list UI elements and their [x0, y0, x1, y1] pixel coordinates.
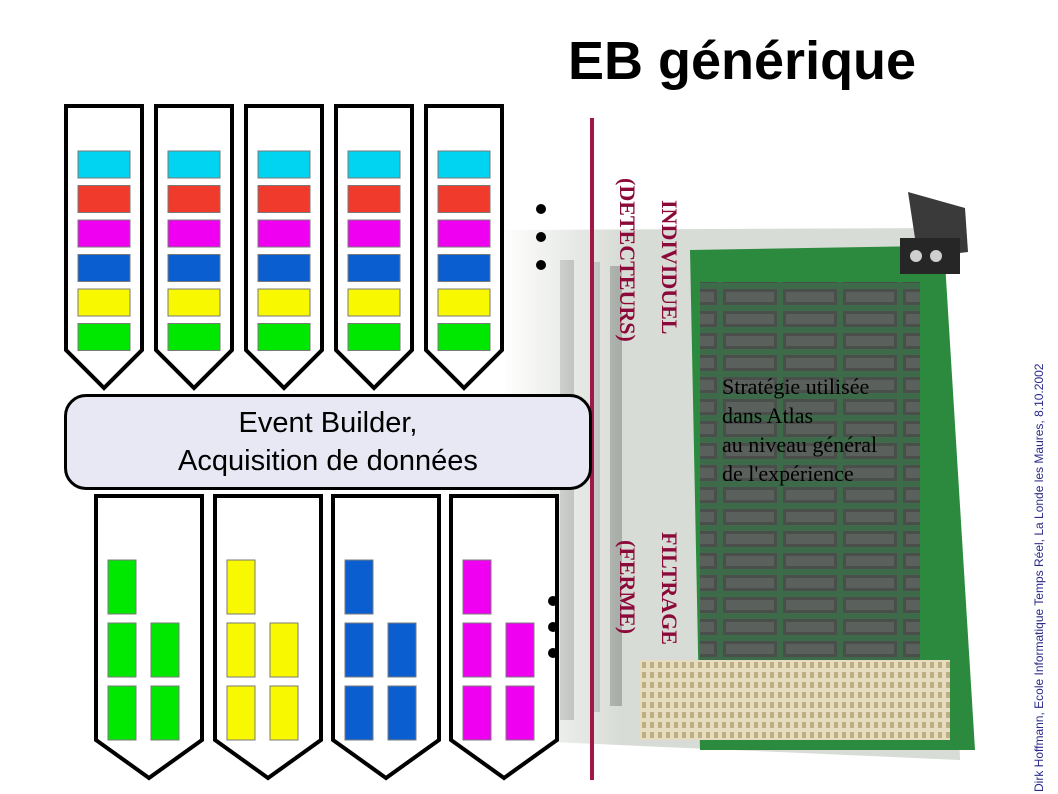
detector-fragment-blue	[257, 254, 311, 282]
ellipsis-dot	[548, 648, 558, 658]
event-builder-line2: Acquisition de données	[178, 445, 478, 477]
farm-event-magenta	[462, 622, 492, 678]
detector-fragment-magenta	[77, 219, 131, 248]
label-filtrage: FILTRAGE	[657, 532, 682, 645]
farm-event-green	[150, 622, 180, 678]
detector-fragment-green	[77, 323, 131, 351]
strategy-line1: Stratégie utilisée	[722, 374, 870, 399]
detector-column	[244, 104, 324, 391]
farm-event-magenta	[462, 685, 492, 741]
detector-fragment-cyan	[167, 150, 221, 179]
divider-line	[590, 118, 594, 780]
farm-event-yellow	[269, 622, 299, 678]
detector-fragment-blue	[347, 254, 401, 282]
label-ferme: (FERME)	[615, 540, 640, 635]
detector-fragment-yellow	[167, 288, 221, 317]
ellipsis-dot	[548, 622, 558, 632]
farm-event-green	[107, 685, 137, 741]
farm-event-blue	[387, 685, 417, 741]
side-caption: Dirk Hoffmann, Ecole Informatique Temps …	[1032, 363, 1046, 792]
farm-column	[213, 494, 323, 781]
event-builder-line1: Event Builder,	[238, 407, 418, 439]
detector-fragment-green	[347, 323, 401, 351]
detector-group	[64, 104, 504, 391]
detector-fragment-magenta	[347, 219, 401, 248]
detector-fragment-yellow	[437, 288, 491, 317]
farm-event-blue	[344, 559, 374, 615]
detector-fragment-green	[437, 323, 491, 351]
farm-event-magenta	[505, 685, 535, 741]
detector-fragment-red	[167, 185, 221, 213]
farm-event-yellow	[226, 559, 256, 615]
detector-fragment-blue	[167, 254, 221, 282]
strategy-line4: de l'expérience	[722, 461, 854, 486]
strategy-line3: au niveau général	[722, 432, 878, 457]
detector-fragment-yellow	[347, 288, 401, 317]
label-detecteurs: (DETECTEURS)	[615, 178, 640, 342]
detector-column	[334, 104, 414, 391]
ellipsis-dot	[536, 232, 546, 242]
detector-fragment-magenta	[167, 219, 221, 248]
farm-event-magenta	[505, 622, 535, 678]
farm-event-magenta	[462, 559, 492, 615]
farm-event-green	[107, 559, 137, 615]
strategy-text: Stratégie utilisée dans Atlas au niveau …	[722, 372, 877, 488]
farm-event-green	[107, 622, 137, 678]
detector-fragment-blue	[437, 254, 491, 282]
detector-column	[424, 104, 504, 391]
detector-fragment-cyan	[257, 150, 311, 179]
detector-fragment-yellow	[77, 288, 131, 317]
detector-fragment-yellow	[257, 288, 311, 317]
farm-event-green	[150, 685, 180, 741]
ellipsis-dot	[536, 204, 546, 214]
page-title: EB générique	[568, 31, 917, 91]
event-builder-box: Event Builder, Acquisition de données	[64, 394, 592, 490]
detector-fragment-cyan	[77, 150, 131, 179]
farm-event-yellow	[226, 685, 256, 741]
farm-event-blue	[344, 622, 374, 678]
farm-column	[94, 494, 204, 781]
farm-event-yellow	[269, 685, 299, 741]
farm-event-blue	[387, 622, 417, 678]
detector-fragment-red	[77, 185, 131, 213]
detector-fragment-green	[167, 323, 221, 351]
farm-column	[331, 494, 441, 781]
farm-event-yellow	[226, 622, 256, 678]
detector-fragment-magenta	[437, 219, 491, 248]
strategy-line2: dans Atlas	[722, 403, 814, 428]
label-individuel: INDIVIDUEL	[657, 200, 682, 335]
detector-fragment-cyan	[437, 150, 491, 179]
detector-fragment-blue	[77, 254, 131, 282]
farm-column	[449, 494, 559, 781]
detector-fragment-red	[257, 185, 311, 213]
farm-group	[94, 494, 559, 781]
detector-column	[154, 104, 234, 391]
ellipsis-dot	[548, 596, 558, 606]
farm-event-blue	[344, 685, 374, 741]
detector-fragment-red	[437, 185, 491, 213]
detector-column	[64, 104, 144, 391]
ellipsis-dot	[536, 260, 546, 270]
detector-fragment-red	[347, 185, 401, 213]
detector-fragment-cyan	[347, 150, 401, 179]
detector-fragment-magenta	[257, 219, 311, 248]
detector-fragment-green	[257, 323, 311, 351]
